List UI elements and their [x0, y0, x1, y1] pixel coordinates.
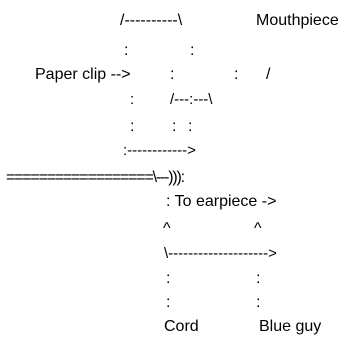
inner-bracket: /---:---\: [170, 91, 213, 108]
blue-guy-label: Blue guy: [259, 318, 322, 335]
mouthpiece-label: Mouthpiece: [256, 12, 339, 29]
colon-cord-1: :: [166, 270, 171, 287]
colon-mid-4a: :: [172, 118, 177, 135]
arrow-to-connector: :------------>: [123, 142, 196, 159]
caret-left: ^: [163, 220, 171, 237]
mouthpiece-top-bracket: /----------\: [120, 12, 183, 29]
colon-cord-2: :: [166, 294, 171, 311]
slash-right: /: [266, 66, 271, 83]
wire-line: ==================\---))):: [6, 169, 185, 186]
caret-right: ^: [254, 220, 262, 237]
lower-arrow: \-------------------->: [164, 245, 277, 262]
colon-right-2: :: [234, 66, 239, 83]
colon-left-3: :: [130, 91, 135, 108]
colon-blue-2: :: [256, 294, 261, 311]
to-earpiece-label: : To earpiece ->: [166, 193, 277, 210]
colon-mid-4b: :: [188, 118, 193, 135]
colon-blue-1: :: [256, 270, 261, 287]
colon-left-2: :: [170, 66, 175, 83]
colon-right-1: :: [190, 42, 195, 59]
paper-clip-label: Paper clip -->: [35, 66, 131, 83]
colon-left-1: :: [124, 42, 129, 59]
colon-left-4: :: [130, 118, 135, 135]
cord-label: Cord: [164, 318, 199, 335]
